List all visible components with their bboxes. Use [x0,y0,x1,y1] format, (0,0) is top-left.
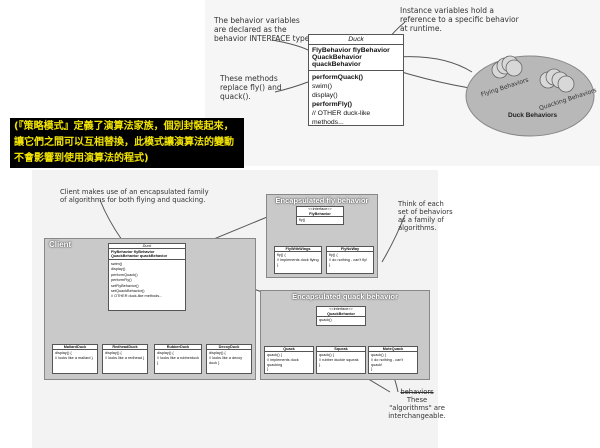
fly-no-way-line-1: // do nothing - can't fly! [329,257,368,262]
note-interchangeable-text: These "algorithms" are interchangeable. [388,396,446,421]
duck-class-methods: performQuack() swim() display() performF… [309,71,403,129]
mute-quack-line-1: // do nothing - can't quack! [371,357,404,367]
note-methods: These methods replace fly() and quack(). [220,74,282,101]
note-instance-vars: Instance variables hold a reference to a… [400,6,519,33]
fly-with-wings-line-0: fly() { [277,253,286,257]
quack-line-0: quack() { [267,353,282,357]
subclass-redhead: RedheadDuck display() {// looks like a r… [102,344,148,374]
method-other: // OTHER duck-like methods... [312,110,371,126]
fly-no-way-line-2: } [329,262,331,267]
squeak-line-2: } [319,362,321,367]
subclass-rubber-line-1: // looks like a rubberduck } [157,356,199,365]
squeak-class-name: Squeak [317,347,365,352]
client-method-5: setQuackBehavior() [111,289,145,294]
note-interchangeable-strike: behaviors [400,388,434,396]
cloud-title: Duck Behaviors [508,112,558,119]
note-interchangeable: behaviors These "algorithms" are interch… [388,388,446,421]
client-field-fly: FlyBehavior flyBehavior [111,250,155,254]
client-method-0: swim() [111,262,123,266]
subclass-decoy-name: DecoyDuck [207,345,251,350]
mute-quack-class: MuteQuack quack() {// do nothing - can't… [368,346,418,374]
duck-class-fields: FlyBehavior flyBehavior QuackBehavior qu… [309,45,403,71]
note-think: Think of each set of behaviors as a fami… [398,200,453,233]
method-perform-fly: performFly() [312,101,353,108]
fly-with-wings-class: FlyWithWings fly() {// implements duck f… [274,246,322,274]
subclass-decoy-line-1: // looks like a decoy duck } [209,356,243,365]
mute-quack-line-0: quack() { [371,353,386,357]
subclass-decoy-line-0: display() { [209,351,226,355]
quack-interface-method: quack() [319,318,332,323]
arrow-methods [274,81,309,93]
method-display: display() [312,92,338,99]
subclass-redhead-line-1: // looks like a redhead } [105,356,145,360]
duck-class-name: Duck [309,35,403,45]
quack-class-name: Quack [265,347,313,352]
subclass-rubber-line-0: display() { [157,351,174,355]
fly-interface-name: FlyBehavior [309,211,331,216]
fly-interface-header: <<interface>>FlyBehavior [297,207,343,218]
squeak-class: Squeak quack() {// rubber duckie squeak} [316,346,366,374]
fly-no-way-name: FlyNoWay [327,247,373,252]
fly-interface-method: fly() [299,218,306,223]
quack-interface-header: <<interface>>QuackBehavior [317,307,365,318]
duck-class: Duck FlyBehavior flyBehavior QuackBehavi… [308,34,404,126]
method-perform-quack: performQuack() [312,74,363,81]
client-method-2: performQuack() [111,272,138,277]
mute-quack-line-2: } [371,367,373,372]
client-method-4: setFlyBehavior() [111,283,139,288]
field-fly-behavior: FlyBehavior flyBehavior [312,47,390,54]
client-method-3: performFly() [111,278,132,283]
client-method-1: display() [111,267,126,272]
fly-no-way-line-0: fly() { [329,253,338,257]
client-duck-name: Duck [109,244,185,249]
client-field-quack: QuackBehavior quackBehavior [111,254,168,258]
field-quack-behavior: QuackBehavior quackBehavior [312,54,362,68]
client-panel-title: Client [49,240,72,249]
quack-interface-stereotype: <<interface>> [329,307,353,311]
fly-panel-title: Encapsulated fly behavior [275,196,369,205]
squeak-line-1: // rubber duckie squeak [319,357,359,362]
client-duck-fields: FlyBehavior flyBehavior QuackBehavior qu… [109,249,185,260]
quack-line-2: } [267,367,269,372]
client-duck-class: Duck FlyBehavior flyBehavior QuackBehavi… [108,243,186,311]
quack-interface-name: QuackBehavior [327,311,355,316]
client-method-6: // OTHER duck-like methods... [111,294,163,299]
note-client: Client makes use of an encapsulated fami… [60,188,209,205]
subclass-rubber: RubberDuck display() {// looks like a ru… [154,344,202,374]
mute-quack-class-name: MuteQuack [369,347,417,352]
method-swim: swim() [312,83,333,90]
fly-no-way-class: FlyNoWay fly() {// do nothing - can't fl… [326,246,374,274]
fly-with-wings-name: FlyWithWings [275,247,321,252]
strategy-pattern-note: (『策略模式』定義了演算法家族，個別封裝起來，讓它們之間可以互相替換，此模式讓演… [10,118,244,168]
quack-line-1: // implements duck quacking [267,357,299,367]
arrow-client-note [99,199,123,241]
fly-behavior-interface: <<interface>>FlyBehavior fly() [296,206,344,225]
quack-class: Quack quack() {// implements duck quacki… [264,346,314,374]
fly-with-wings-line-2: } [277,262,279,267]
note-behavior-vars: The behavior variables are declared as t… [214,16,312,43]
subclass-mallard-line-0: display() { [55,351,72,355]
fly-interface-stereotype: <<interface>> [308,207,332,211]
subclass-mallard-line-1: // looks like a mallard } [55,356,93,360]
subclass-rubber-name: RubberDuck [155,345,201,350]
client-duck-methods: swim() display() performQuack() performF… [109,260,185,302]
quack-behavior-interface: <<interface>>QuackBehavior quack() [316,306,366,326]
quack-panel-title: Encapsulated quack behavior [292,292,398,301]
subclass-redhead-line-0: display() { [105,351,122,355]
arrow-think [381,214,406,263]
squeak-line-0: quack() { [319,353,334,357]
subclass-redhead-name: RedheadDuck [103,345,147,350]
subclass-mallard: MallardDuck display() {// looks like a m… [52,344,98,374]
fly-with-wings-line-1: // implements duck flying [277,257,319,262]
subclass-decoy: DecoyDuck display() {// looks like a dec… [206,344,252,374]
subclass-mallard-name: MallardDuck [53,345,97,350]
